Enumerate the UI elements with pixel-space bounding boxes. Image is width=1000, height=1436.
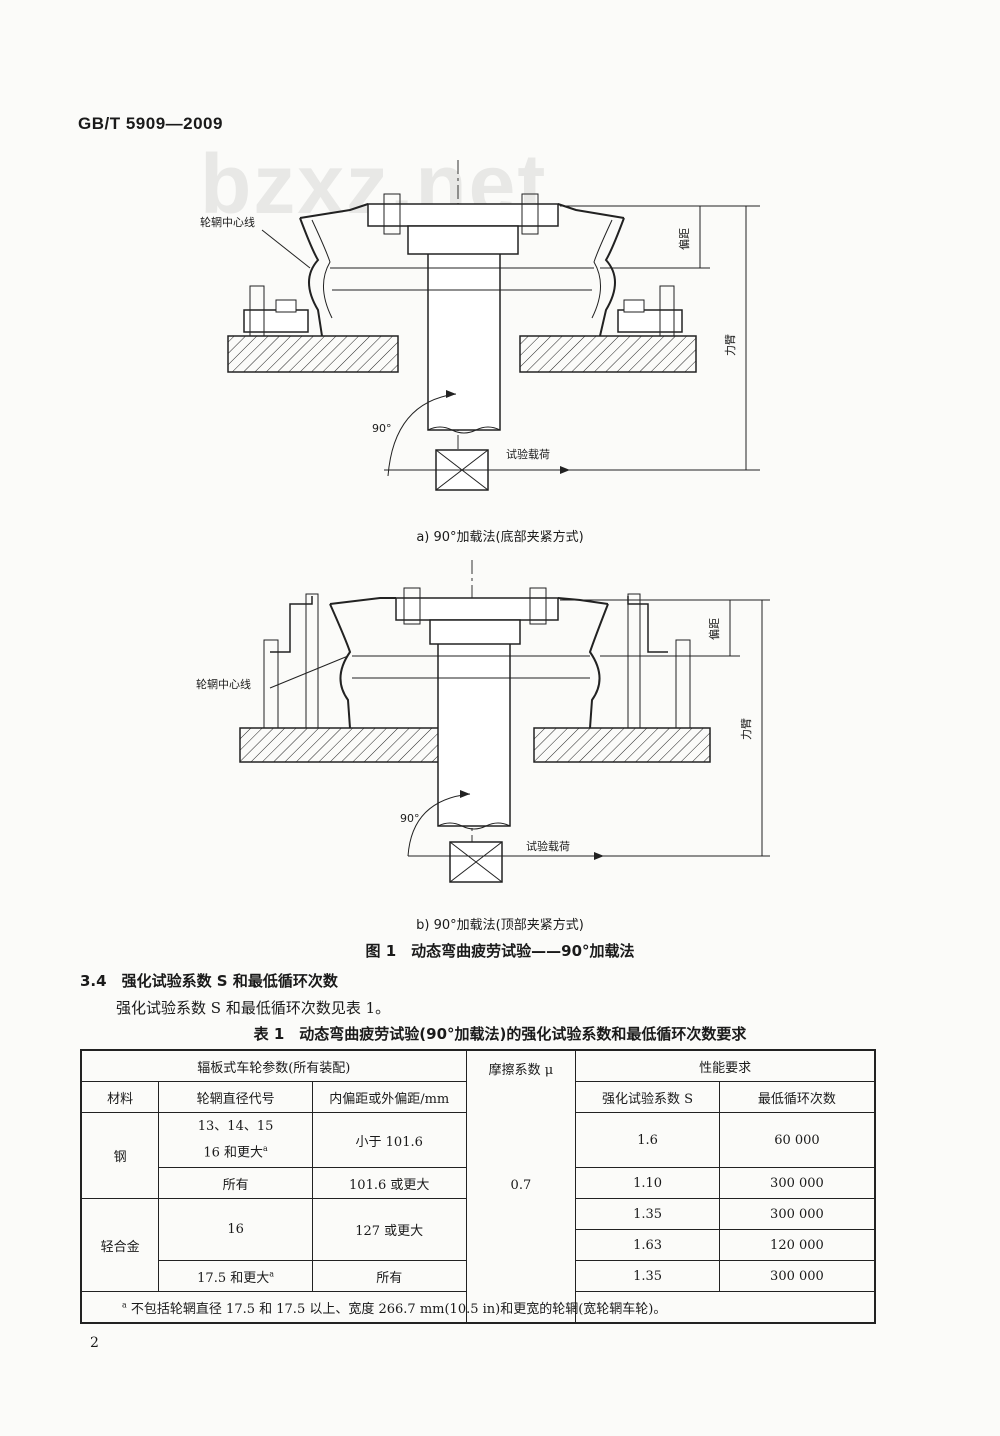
figure-title: 图 1 动态弯曲疲劳试验——90°加载法 xyxy=(365,942,635,960)
col-material: 材料 xyxy=(80,1081,160,1113)
offset-cell: 127 或更大 xyxy=(311,1198,467,1261)
angle-label-a: 90° xyxy=(372,422,392,435)
rim-code-line1: 13、14、15 xyxy=(197,1118,274,1134)
offset-cell: 101.6 或更大 xyxy=(311,1167,467,1199)
table-row: 材料 轮辋直径代号 内偏距或外偏距/mm 强化试验系数 S 最低循环次数 xyxy=(80,1081,876,1113)
standard-code: GB/T 5909—2009 xyxy=(78,114,223,133)
rim-code-text: 17.5 和更大 xyxy=(197,1270,270,1286)
rim-code-cell: 所有 xyxy=(158,1167,313,1199)
footnote-row: a 不包括轮辋直径 17.5 和 17.5 以上、宽度 266.7 mm(10.… xyxy=(80,1291,876,1324)
cycles-cell: 120 000 xyxy=(718,1229,876,1261)
cycles-cell: 300 000 xyxy=(718,1167,876,1199)
angle-label-b: 90° xyxy=(400,812,420,825)
table-row: 辐板式车轮参数(所有装配) 摩擦系数 μ 0.7 性能要求 xyxy=(80,1049,876,1324)
material-steel: 钢 xyxy=(80,1112,160,1199)
rim-code-line2-text: 16 和更大 xyxy=(203,1145,264,1161)
offset-cell: 所有 xyxy=(311,1260,467,1292)
figure-a-caption: a) 90°加载法(底部夹紧方式) xyxy=(416,530,584,545)
material-alloy: 轻合金 xyxy=(80,1198,160,1292)
offset-label-a: 偏距 xyxy=(677,228,691,250)
rim-code-line2: 16 和更大a xyxy=(159,1138,312,1164)
load-label-a: 试验载荷 xyxy=(506,447,550,461)
moment-arm-label-b: 力臂 xyxy=(740,718,753,740)
friction-column: 摩擦系数 μ 0.7 xyxy=(465,1049,577,1324)
header-performance: 性能要求 xyxy=(575,1049,876,1082)
footnote-mark: a xyxy=(263,1143,268,1153)
offset-label-b: 偏距 xyxy=(707,618,721,640)
cycles-cell: 60 000 xyxy=(718,1112,876,1168)
footnote-text: 不包括轮辋直径 17.5 和 17.5 以上、宽度 266.7 mm(10.5 … xyxy=(130,1301,667,1317)
table-row: 钢 13、14、15 16 和更大a 小于 101.6 1.6 60 000 xyxy=(80,1112,876,1199)
moment-arm-label-a: 力臂 xyxy=(724,334,737,356)
section-heading: 3.4 强化试验系数 S 和最低循环次数 xyxy=(80,972,338,990)
table-row: 1.63 120 000 xyxy=(81,1229,876,1261)
factor-cell: 1.35 xyxy=(575,1260,720,1292)
table-title: 表 1 动态弯曲疲劳试验(90°加载法)的强化试验系数和最低循环次数要求 xyxy=(253,1025,747,1043)
factor-cell: 1.10 xyxy=(575,1167,720,1199)
requirements-table: 辐板式车轮参数(所有装配) 摩擦系数 μ 0.7 性能要求 材料 轮辋直径代号 … xyxy=(80,1049,876,1324)
table-row: 轻合金 16 127 或更大 1.35 300 000 xyxy=(80,1198,876,1292)
rim-code-cell: 17.5 和更大a xyxy=(158,1260,313,1292)
factor-cell: 1.6 xyxy=(575,1112,720,1168)
col-factor: 强化试验系数 S xyxy=(575,1081,720,1113)
header-friction: 摩擦系数 μ xyxy=(488,1063,554,1078)
factor-cell: 1.63 xyxy=(575,1229,720,1261)
offset-cell: 小于 101.6 xyxy=(311,1112,467,1168)
rim-code-cell: 16 xyxy=(158,1198,313,1261)
col-offset: 内偏距或外偏距/mm xyxy=(311,1081,467,1113)
page-number: 2 xyxy=(90,1335,99,1351)
figure-b-diagram: 轮辋中心线 偏距 力臂 90° 试验载荷 xyxy=(196,560,770,883)
rim-centerline-label-b: 轮辋中心线 xyxy=(196,677,251,691)
cycles-cell: 300 000 xyxy=(718,1198,876,1230)
rim-centerline-label-a: 轮辋中心线 xyxy=(200,215,255,229)
cycles-cell: 300 000 xyxy=(718,1260,876,1292)
friction-value: 0.7 xyxy=(510,1178,532,1193)
header-wheel-params: 辐板式车轮参数(所有装配) xyxy=(80,1049,467,1082)
section-body: 强化试验系数 S 和最低循环次数见表 1。 xyxy=(116,999,391,1017)
footnote-mark: a xyxy=(269,1269,275,1279)
footnote-cell: a 不包括轮辋直径 17.5 和 17.5 以上、宽度 266.7 mm(10.… xyxy=(80,1291,876,1324)
table-row: 所有 101.6 或更大 1.10 300 000 xyxy=(81,1167,876,1199)
table-row: 17.5 和更大a 所有 1.35 300 000 xyxy=(81,1260,876,1292)
factor-cell: 1.35 xyxy=(575,1198,720,1230)
figure-a-diagram: 轮辋中心线 偏距 力臂 90° 试验载荷 xyxy=(200,160,760,491)
col-cycles: 最低循环次数 xyxy=(718,1081,876,1113)
figure-b-caption: b) 90°加载法(顶部夹紧方式) xyxy=(416,918,584,933)
rim-code-cell: 13、14、15 16 和更大a xyxy=(158,1112,313,1168)
footnote-mark: a xyxy=(122,1300,127,1310)
load-label-b: 试验载荷 xyxy=(526,839,570,853)
col-rim-code: 轮辋直径代号 xyxy=(158,1081,313,1113)
